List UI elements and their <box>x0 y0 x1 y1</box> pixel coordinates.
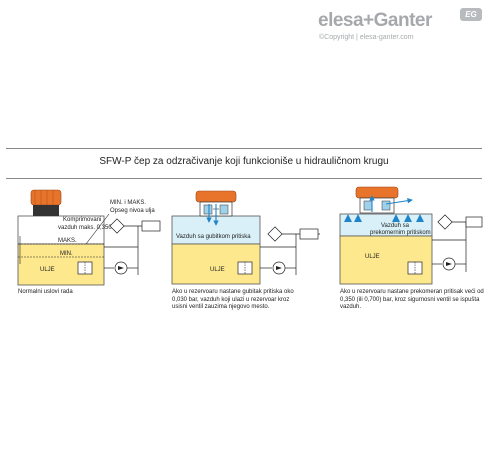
panel-overpressure: Vazduh sa prekomernim pritiskom ULJE <box>339 186 483 285</box>
label-oil-1: ULJE <box>40 267 55 273</box>
brand-name: elesa+Ganter <box>318 10 432 32</box>
brand-name-left: elesa <box>318 10 364 31</box>
hydraulic-circuit-1 <box>104 218 161 275</box>
label-minmax-line1: MIN. i MAKS. <box>110 200 146 206</box>
tank3-oil-region <box>339 235 433 285</box>
hydraulic-circuit-3 <box>432 214 483 272</box>
caption-panel1: Normalni uslovi rada <box>18 289 73 295</box>
caption-panel3: Ako u rezervoaru nastane prekomeran prit… <box>340 289 486 312</box>
tank2-oil-region <box>171 243 261 285</box>
caption-panel3-line1: Ako u rezervoaru nastane prekomeran prit… <box>340 289 484 295</box>
air-exhaust-arrow <box>385 197 413 205</box>
label-oil-3: ULJE <box>365 254 380 260</box>
breather-cap-icon <box>30 189 62 216</box>
panel-underpressure: Vazduh sa gubitkom pritiska ULJE <box>171 190 320 285</box>
caption-panel2: Ako u rezervoaru nastane gubitak pritisk… <box>172 289 332 312</box>
brand-plus: + <box>363 10 374 31</box>
panel-normal-operation: Komprimovani vazduh maks. 0,350 bar MIN.… <box>17 189 161 286</box>
title-underline-rule <box>6 178 482 179</box>
label-min: MIN. <box>60 251 73 257</box>
hydraulic-circuit-2 <box>260 226 320 275</box>
top-rule <box>6 148 482 149</box>
label-underpressure-air: Vazduh sa gubitkom pritiska <box>176 234 251 240</box>
label-compressed-air-line1: Komprimovani <box>63 217 101 223</box>
caption-panel2-line2: 0,030 bar, vazduh koji ulazi u rezervoar… <box>172 296 290 303</box>
brand-name-right: Ganter <box>373 10 433 31</box>
caption-panel2-line3: usisni ventil zauzima njegovo mesto. <box>172 304 270 311</box>
label-oil-2: ULJE <box>210 267 225 273</box>
label-overpressure-air-line2: prekomernim pritiskom <box>370 230 431 236</box>
caption-panel2-line1: Ako u rezervoaru nastane gubitak pritisk… <box>172 289 294 295</box>
minmax-leader-line <box>85 213 110 245</box>
label-minmax-line2: Opseg nivoa ulja <box>110 208 155 214</box>
pressure-arrows <box>344 214 424 222</box>
label-max: MAKS. <box>58 238 77 244</box>
brand-badge: EG <box>460 8 482 21</box>
label-overpressure-air-line1: Vazduh sa <box>381 223 410 229</box>
safety-valve-section-icon <box>355 186 399 214</box>
caption-panel3-line2: 0,350 (ili 0,700) bar, kroz sigurnosni v… <box>340 296 480 303</box>
tank2-air-region <box>171 215 261 245</box>
label-compressed-air-line2: vazduh maks. 0,350 bar <box>58 225 122 231</box>
brand-copyright: ©Copyright | elesa-ganter.com <box>319 34 414 41</box>
caption-panel3-line3: vazduh. <box>340 304 362 311</box>
elesa-ganter-logo: elesa+Ganter ©Copyright | elesa-ganter.c… <box>318 8 484 48</box>
diagram-title: SFW-P čep za odzračivanje koji funkcioni… <box>99 156 389 167</box>
